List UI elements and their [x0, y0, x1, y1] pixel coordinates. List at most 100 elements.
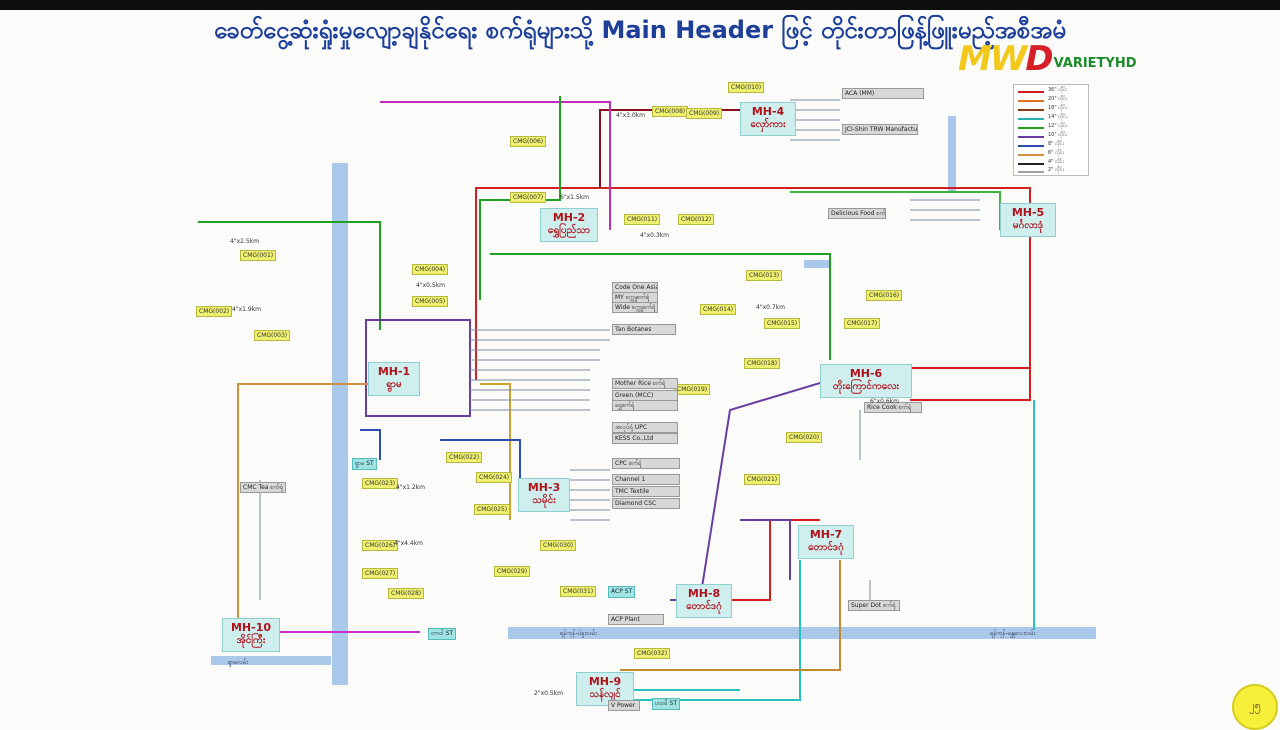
legend-item: 2" လိုင်း	[1018, 167, 1088, 176]
legend-item: 20" လိုင်း	[1018, 96, 1088, 105]
plant-box: Delicious Food စက်ရုံ	[828, 208, 886, 219]
legend-swatch	[1018, 118, 1044, 120]
road-vertical-right	[948, 116, 956, 191]
meter-tag: CMG(014)	[700, 304, 737, 315]
pipe-orange-mh3	[480, 383, 511, 520]
meter-tag: CMG(013)	[746, 270, 783, 281]
legend-swatch	[1018, 109, 1044, 111]
meter-tag: CMG(022)	[446, 452, 483, 463]
pipe-grey-branches	[470, 329, 610, 411]
logo-mwd: MWD	[958, 39, 1054, 79]
pipe-size-label: 4"x2.5km	[230, 238, 259, 245]
meter-tag: CMG(009)	[686, 108, 723, 119]
station-box: တာဝါ ST	[428, 628, 457, 640]
meter-tag: CMG(024)	[476, 472, 513, 483]
pipe-blue-mh1	[360, 429, 381, 460]
pipe-darkred-mh4	[599, 109, 760, 188]
pipe-grey-mh4	[790, 99, 840, 141]
page-number-badge: ၂၅	[1232, 684, 1278, 730]
station-box: ရွာမ ST	[352, 458, 377, 470]
road-horizontal-bottom	[508, 627, 1096, 639]
channel-logo: MWD VARIETYHD	[958, 39, 1137, 79]
meter-tag: CMG(016)	[866, 290, 903, 301]
road-vertical-left	[332, 163, 348, 685]
legend: 36" လိုင်း 20" လိုင်း 18" လိုင်း 14" လို…	[1013, 84, 1089, 176]
meter-tag: CMG(023)	[362, 478, 399, 489]
road-small-mid	[804, 260, 830, 268]
legend-item: 14" လိုင်း	[1018, 114, 1088, 123]
legend-item: 10" လိုင်း	[1018, 132, 1088, 141]
plant-box: V Power	[608, 700, 640, 711]
plant-box: Super Dot စက်ရုံ	[848, 600, 900, 611]
pipe-size-label: 2"x0.5km	[534, 690, 563, 697]
plant-box: အလုပ်ရုံ UPC	[612, 422, 678, 433]
plant-box: Tan Botanes	[612, 324, 676, 335]
pipe-blue-mh3	[440, 439, 521, 480]
meter-tag: CMG(006)	[510, 136, 547, 147]
meter-tag: CMG(026)	[362, 540, 399, 551]
plant-box: ရွှေစက်ရုံ	[612, 400, 678, 411]
meter-tag: CMG(015)	[764, 318, 801, 329]
plant-box: ACP Plant	[608, 614, 664, 625]
meter-tag: CMG(020)	[786, 432, 823, 443]
road-label: ရန်ကုန်-မန္တလေးလမ်း	[990, 630, 1036, 637]
legend-swatch	[1018, 163, 1044, 165]
meter-tag: CMG(012)	[678, 214, 715, 225]
meter-tag: CMG(011)	[624, 214, 661, 225]
legend-item: 4" လိုင်း	[1018, 159, 1088, 168]
page-title: ခေတ်ငွေ့ဆုံးရှုံးမှုလျော့ချနိုင်ရေး စက်ရ…	[214, 16, 1066, 44]
pipe-green-mh5	[790, 191, 1001, 230]
pipe-size-label: 6"x0.6km	[870, 398, 899, 405]
legend-swatch	[1018, 127, 1044, 129]
top-black-bar	[0, 0, 1280, 10]
road-horizontal-left	[211, 656, 331, 665]
road-label: ရွာမလမ်း	[228, 659, 248, 666]
legend-item: 18" လိုင်း	[1018, 105, 1088, 114]
plant-box: KESS Co.,Ltd	[612, 433, 678, 444]
legend-item: 8" လိုင်း	[1018, 141, 1088, 150]
pipe-red-trunk	[475, 187, 1031, 401]
meter-tag: CMG(008)	[652, 106, 689, 117]
pipe-purple-mh8	[670, 379, 831, 601]
meter-tag: CMG(002)	[196, 306, 233, 317]
plant-box: Rice Cook စက်ရုံ	[864, 402, 922, 413]
plant-box: JCI-Shin TRW Manufacturing	[842, 124, 918, 135]
pipe-orange-mh7	[620, 560, 841, 671]
legend-item: 6" လိုင်း	[1018, 150, 1088, 159]
pipe-orange-mh10	[237, 383, 370, 640]
meter-tag: CMG(007)	[510, 192, 547, 203]
logo-sub: VARIETYHD	[1053, 56, 1137, 71]
plant-box: Diamond CSC	[612, 498, 680, 509]
plant-box: TMC Textile	[612, 486, 680, 497]
meter-tag: CMG(010)	[728, 82, 765, 93]
legend-swatch	[1018, 100, 1044, 102]
meter-tag: CMG(027)	[362, 568, 399, 579]
meter-tag: CMG(031)	[560, 586, 597, 597]
legend-swatch	[1018, 136, 1044, 138]
legend-swatch	[1018, 145, 1044, 147]
meter-tag: CMG(004)	[412, 264, 449, 275]
pipe-size-label: 4"x4.4km	[394, 540, 423, 547]
meter-tag: CMG(030)	[540, 540, 577, 551]
meter-tag: CMG(032)	[634, 648, 671, 659]
pipe-grey-misc	[259, 199, 980, 600]
meter-tag: CMG(019)	[674, 384, 711, 395]
pipe-size-label: 4"x3.0km	[616, 112, 645, 119]
station-box: ACP ST	[608, 586, 636, 598]
pipe-purple-mh7	[740, 519, 791, 580]
pipe-size-label: 4"x1.9km	[232, 306, 261, 313]
pipe-red-mh8	[730, 519, 820, 601]
station-box: ပထမိ ST	[652, 698, 681, 710]
meter-tag: CMG(005)	[412, 296, 449, 307]
meter-tag: CMG(018)	[744, 358, 781, 369]
legend-swatch	[1018, 171, 1044, 173]
pipe-size-label: 4"x1.2km	[396, 484, 425, 491]
